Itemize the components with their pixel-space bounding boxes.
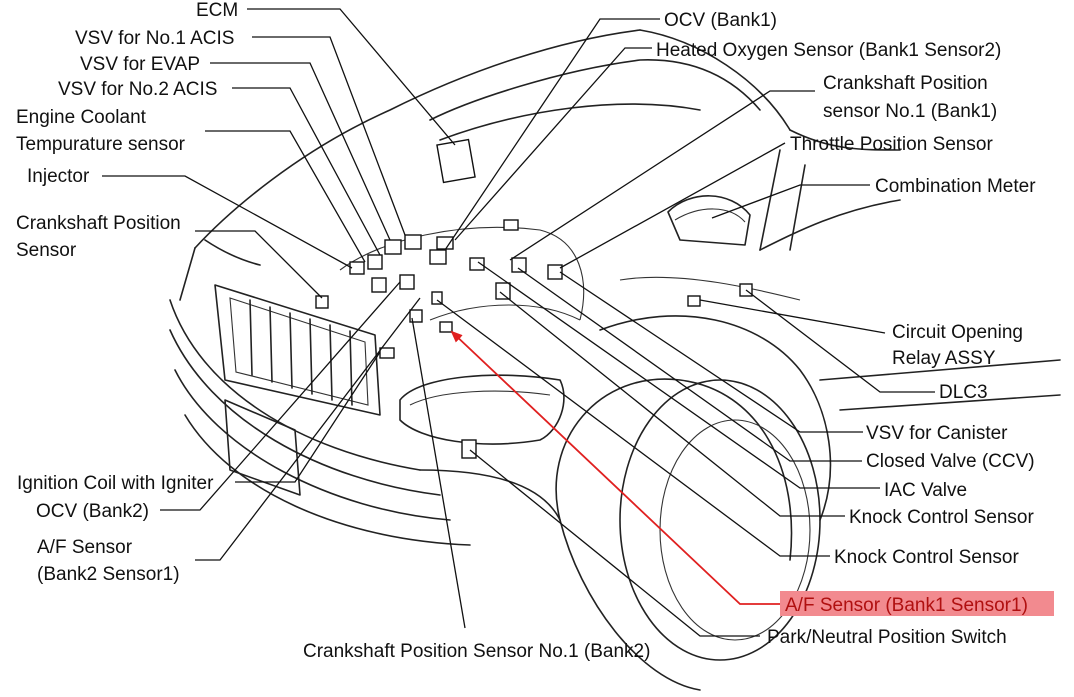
label-ckp-line1: Crankshaft Position — [16, 213, 181, 234]
label-ckp-no1-bank1-line2: sensor No.1 (Bank1) — [823, 101, 997, 122]
leader-lines — [102, 8, 935, 637]
label-ckp-no1-bank2: Crankshaft Position Sensor No.1 (Bank2) — [303, 641, 650, 662]
label-pnp: Park/Neutral Position Switch — [767, 627, 1007, 648]
label-knock-2: Knock Control Sensor — [834, 547, 1019, 568]
label-vsv-canister: VSV for Canister — [866, 423, 1008, 444]
label-vsv-acis2: VSV for No.2 ACIS — [58, 79, 217, 100]
label-coolant-line2: Tempurature sensor — [16, 134, 186, 155]
label-af-bank1: A/F Sensor (Bank1 Sensor1) — [785, 595, 1028, 616]
label-circuit-relay-line1: Circuit Opening — [892, 322, 1023, 343]
label-iac: IAC Valve — [884, 480, 967, 501]
af-bank1-highlight-box — [780, 591, 1054, 616]
label-ccv: Closed Valve (CCV) — [866, 451, 1035, 472]
label-ecm: ECM — [196, 0, 238, 21]
label-ignition-coil: Ignition Coil with Igniter — [17, 473, 214, 494]
label-vsv-acis1: VSV for No.1 ACIS — [75, 28, 234, 49]
label-injector: Injector — [27, 166, 90, 187]
label-af-bank2-line2: (Bank2 Sensor1) — [37, 564, 180, 585]
label-combination-meter: Combination Meter — [875, 176, 1036, 197]
highlight-arrow — [450, 330, 780, 605]
label-vsv-evap: VSV for EVAP — [80, 54, 200, 75]
af-sensor-bank1-arrow — [450, 330, 780, 605]
label-coolant-line1: Engine Coolant — [16, 107, 147, 128]
label-throttle: Throttle Position Sensor — [790, 134, 993, 155]
labels-left: ECM VSV for No.1 ACIS VSV for EVAP VSV f… — [16, 0, 650, 662]
label-ocv-bank1: OCV (Bank1) — [664, 10, 777, 31]
labels-right: OCV (Bank1) Heated Oxygen Sensor (Bank1 … — [656, 10, 1054, 648]
label-ocv-bank2: OCV (Bank2) — [36, 501, 149, 522]
label-af-bank2-line1: A/F Sensor — [37, 537, 133, 558]
label-ho2s-bank1: Heated Oxygen Sensor (Bank1 Sensor2) — [656, 40, 1001, 61]
label-circuit-relay-line2: Relay ASSY — [892, 348, 996, 369]
label-dlc3: DLC3 — [939, 382, 988, 403]
label-knock-1: Knock Control Sensor — [849, 507, 1034, 528]
label-ckp-line2: Sensor — [16, 240, 77, 261]
label-ckp-no1-bank1-line1: Crankshaft Position — [823, 73, 988, 94]
